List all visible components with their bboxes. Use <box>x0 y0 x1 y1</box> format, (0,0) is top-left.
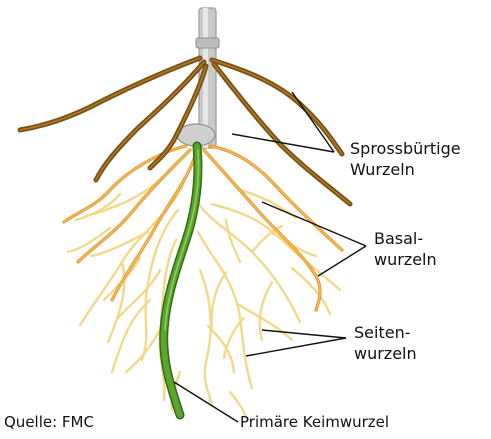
label-adventitious-roots: Sprossbürtige Wurzeln <box>350 138 461 180</box>
leader-lateral <box>262 330 346 338</box>
leader-adventitious <box>292 92 334 152</box>
source-credit: Quelle: FMC <box>4 413 94 431</box>
leader-lateral-2 <box>246 338 346 356</box>
stem <box>177 8 219 148</box>
label-basal-line1: Basal- <box>374 228 437 249</box>
label-adventitious-line1: Sprossbürtige <box>350 138 461 159</box>
leader-basal <box>262 202 366 246</box>
label-primary-root: Primäre Keimwurzel <box>240 413 389 431</box>
lateral-roots <box>68 178 340 418</box>
label-basal-line2: wurzeln <box>374 249 437 270</box>
label-basal-roots: Basal- wurzeln <box>374 228 437 270</box>
label-lateral-roots: Seiten- wurzeln <box>354 322 417 364</box>
label-lateral-line1: Seiten- <box>354 322 417 343</box>
label-lateral-line2: wurzeln <box>354 343 417 364</box>
label-adventitious-line2: Wurzeln <box>350 159 461 180</box>
